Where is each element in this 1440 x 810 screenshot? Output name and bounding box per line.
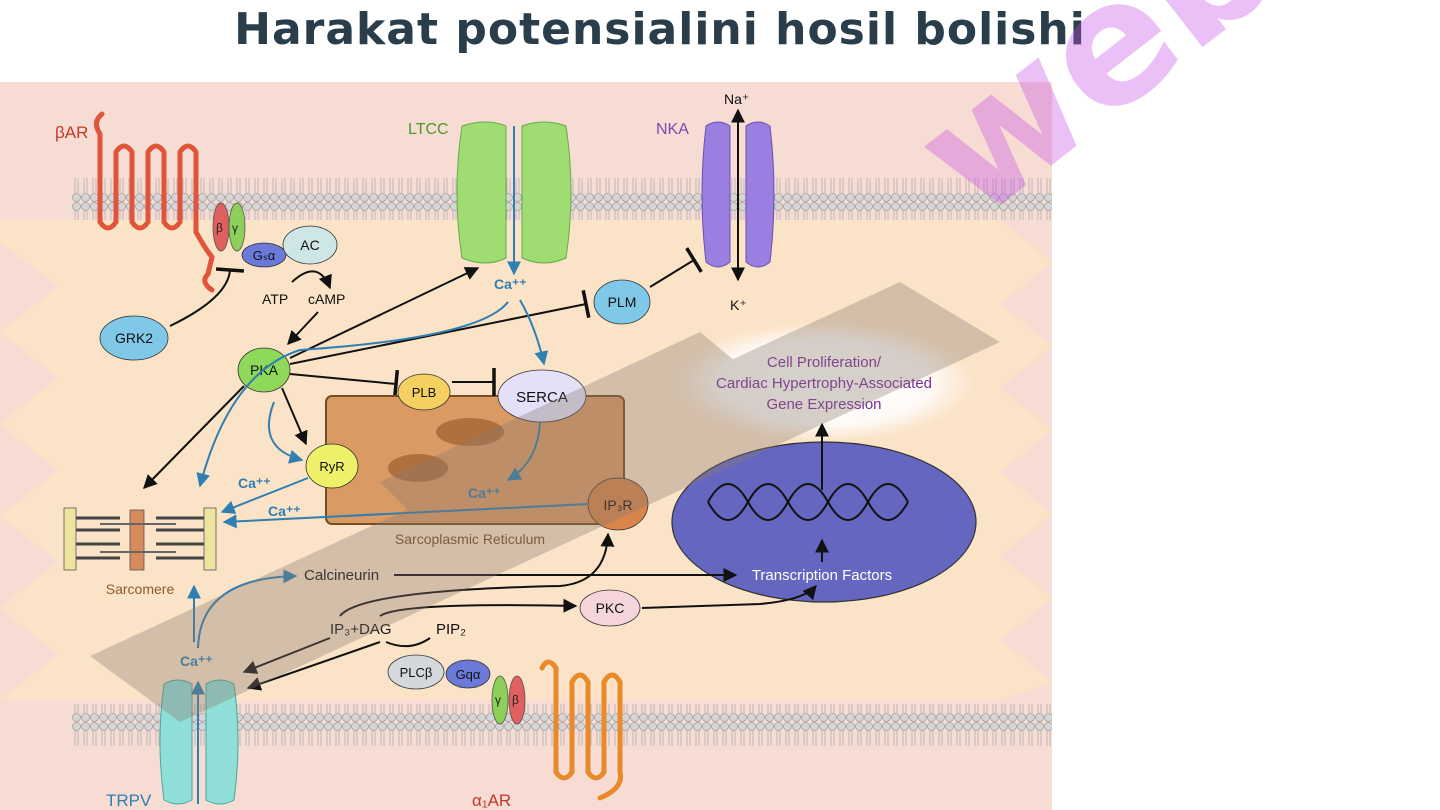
gqa-label: Gqα	[456, 667, 481, 682]
ltcc-label: LTCC	[408, 121, 449, 138]
pka-inhibits-plb	[289, 369, 400, 399]
pka-to-ryr	[281, 387, 308, 446]
trpv-left-half	[159, 679, 193, 805]
ryr-label: RyR	[319, 459, 344, 474]
plb-node	[397, 373, 451, 411]
plm-inhibits-nka	[649, 247, 703, 288]
ip3dag-to-trpv-1	[242, 637, 331, 674]
pip2-label: PIP₂	[436, 621, 466, 638]
alpha1-ar-label: α₁AR	[472, 791, 511, 810]
pkc-to-tf	[641, 584, 817, 609]
ca-sarc-label: Ca⁺⁺	[268, 503, 301, 519]
grk2-inhibits-bar	[169, 267, 245, 327]
dna-strand-1	[707, 483, 909, 521]
gene-line-3: Gene Expression	[766, 396, 881, 413]
gqa-node	[445, 659, 491, 689]
pkc-label: PKC	[596, 600, 625, 616]
dag-to-pkc	[379, 598, 578, 617]
nucleus	[671, 441, 977, 603]
ip3dag-to-trpv-2	[246, 641, 381, 691]
atp-label: ATP	[262, 291, 288, 307]
alpha1-ar-receptor	[539, 659, 624, 801]
ca-to-ryr	[267, 401, 304, 464]
sr-spot-2	[388, 454, 448, 482]
nka-right-half	[745, 121, 775, 268]
ca-ryr-label: Ca⁺⁺	[238, 475, 271, 491]
ltcc-left-half	[456, 121, 507, 264]
plcb-node	[387, 654, 445, 690]
pka-inhibits-plm	[289, 289, 591, 365]
gsa-label: Gₛα	[253, 248, 276, 263]
ca-trpv-label: Ca⁺⁺	[180, 653, 213, 669]
watermark	[90, 282, 1000, 722]
ca-serca-label: Ca⁺⁺	[468, 485, 501, 501]
ip3r-label: IP₃R	[603, 497, 632, 513]
ip3r-ca-to-sarcomere	[222, 503, 589, 529]
camp-to-pka	[287, 311, 319, 346]
sr-label: Sarcoplasmic Reticulum	[395, 531, 545, 547]
nka-label: NKA	[656, 121, 689, 138]
gamma2-label: γ	[495, 693, 501, 707]
transcription-factors-label: Transcription Factors	[752, 567, 892, 584]
pip2-to-ip3dag	[385, 637, 431, 648]
sarcomere	[63, 507, 217, 571]
ltcc-ca-to-sarcomere	[196, 301, 509, 488]
ac-label: AC	[300, 237, 319, 253]
gamma-subunit-bottom	[491, 675, 509, 725]
trpv-ca-to-calcineurin	[197, 569, 298, 649]
dna-strand-2	[707, 483, 909, 521]
ip3-to-ip3r	[339, 532, 615, 617]
ltcc-ca-to-serca	[519, 299, 549, 366]
beta-subunit-bottom	[508, 675, 526, 725]
ip3-dag-label: IP₃+DAG	[330, 621, 392, 638]
calcineurin-label: Calcineurin	[304, 567, 379, 584]
pkc-node	[579, 589, 641, 627]
pka-to-sarcomere	[143, 385, 245, 489]
gamma-subunit	[228, 202, 246, 252]
k-label: K⁺	[730, 297, 747, 313]
cardiac-signaling-diagram: βAR β γ Gₛα AC LTCC Ca⁺⁺ NKA Na⁺ K⁺ PLM …	[0, 82, 1052, 810]
na-label: Na⁺	[724, 91, 749, 107]
page-title: Harakat potensialini hosil bolishi	[234, 4, 1086, 55]
plcb-label: PLCβ	[400, 665, 433, 680]
nka-left-half	[701, 121, 731, 268]
ac-node	[282, 225, 338, 265]
plm-node	[593, 279, 651, 325]
serca-node	[497, 369, 587, 423]
beta-subunit-label: β	[216, 221, 223, 235]
gsa-node	[241, 242, 287, 268]
pka-to-ltcc	[289, 267, 480, 359]
grk2-node	[99, 315, 169, 361]
ryr-ca-to-sarcomere	[220, 477, 309, 514]
serca-label: SERCA	[516, 389, 568, 406]
atp-camp-arrow	[291, 270, 332, 290]
ryr-node	[305, 443, 359, 489]
trpv-right-half	[205, 679, 239, 805]
plm-label: PLM	[608, 294, 637, 310]
sr-spot-1	[436, 418, 504, 446]
camp-label: cAMP	[308, 291, 345, 307]
beta2-label: β	[512, 693, 519, 707]
trpv-label: TRPV	[106, 791, 152, 810]
nucleus-glow	[674, 322, 974, 442]
gene-line-1: Cell Proliferation/	[767, 354, 882, 371]
ltcc-right-half	[521, 121, 572, 264]
grk2-label: GRK2	[115, 330, 153, 346]
gene-line-2: Cardiac Hypertrophy-Associated	[716, 375, 932, 392]
ca-ltcc-label: Ca⁺⁺	[494, 276, 527, 292]
beta-ar-receptor	[94, 111, 215, 293]
serca-to-sr-ca	[506, 421, 541, 481]
sarcomere-label: Sarcomere	[106, 581, 175, 597]
gamma-subunit-label: γ	[232, 221, 238, 235]
beta-ar-label: βAR	[55, 123, 88, 142]
plb-label: PLB	[412, 385, 437, 400]
